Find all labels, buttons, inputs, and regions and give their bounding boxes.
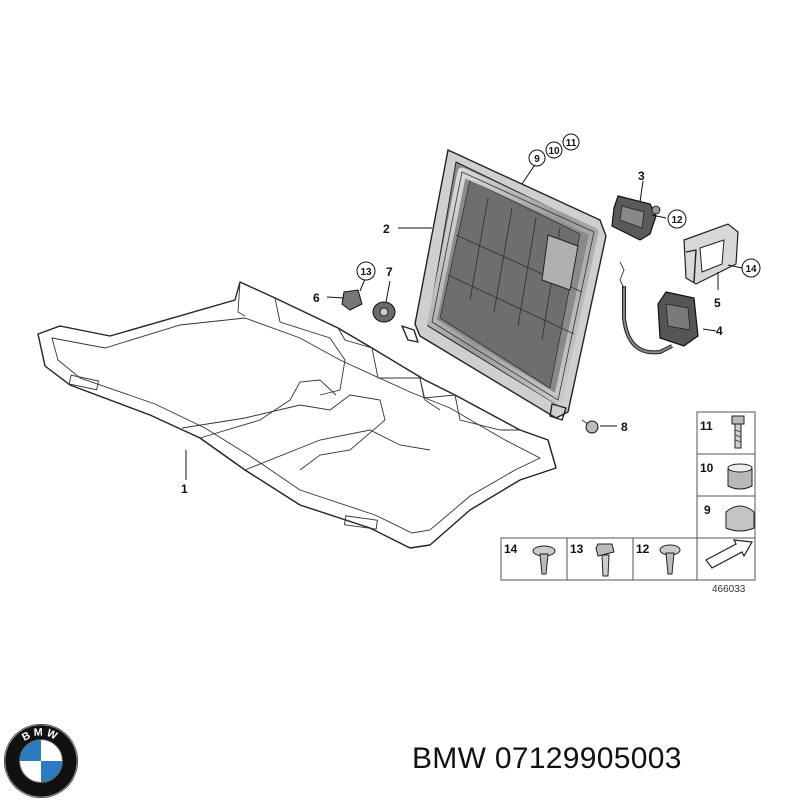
callout-4: 4: [716, 324, 723, 338]
leader-lines: [185, 159, 743, 480]
legend-label-12: 12: [636, 542, 650, 556]
part-number-label: BMW 07129905003: [412, 742, 682, 775]
clip-part: [341, 289, 363, 311]
callout-3: 3: [638, 169, 645, 183]
cap-9-icon: [725, 505, 755, 532]
screw-12-icon: [659, 544, 681, 575]
legend-label-9: 9: [704, 503, 711, 517]
callout-1: 1: [181, 482, 188, 496]
bolt-11-icon: [731, 415, 745, 449]
callout-12: 12: [671, 215, 683, 226]
backrest-lock: [611, 195, 661, 241]
legend-label-14: 14: [504, 542, 518, 556]
callout-14: 14: [745, 264, 757, 275]
seat-carrier-frame: [37, 281, 557, 549]
release-unit: [619, 261, 699, 355]
legend-label-13: 13: [570, 542, 584, 556]
nut-part: [581, 419, 599, 434]
legend-label-11: 11: [700, 419, 713, 433]
callout-13: 13: [360, 267, 372, 278]
bushing-part: [372, 301, 396, 323]
callout-8: 8: [621, 420, 628, 434]
callout-11: 11: [566, 138, 577, 149]
callouts: 1 2 3 4 5 6 7 8 9 10 11 12 13 14: [181, 133, 761, 496]
bmw-roundel-logo: BMW: [3, 723, 79, 799]
callout-6: 6: [313, 291, 320, 305]
fastener-legend: 11 10 9 14 13 12: [500, 411, 756, 595]
arrow-icon: [705, 539, 753, 569]
callout-7: 7: [386, 265, 393, 279]
callout-10: 10: [548, 146, 560, 157]
legend-label-10: 10: [700, 461, 714, 475]
lock-bracket: [683, 223, 739, 285]
callout-9: 9: [534, 154, 540, 165]
screw-14-icon: [532, 545, 556, 575]
backrest-frame: [401, 148, 607, 421]
callout-2: 2: [383, 222, 390, 236]
bolt-13-icon: [595, 543, 615, 577]
diagram-number: 466033: [712, 584, 746, 595]
svg-text:BMW: BMW: [20, 726, 62, 743]
callout-5: 5: [714, 296, 721, 310]
sleeve-10-icon: [727, 463, 753, 490]
